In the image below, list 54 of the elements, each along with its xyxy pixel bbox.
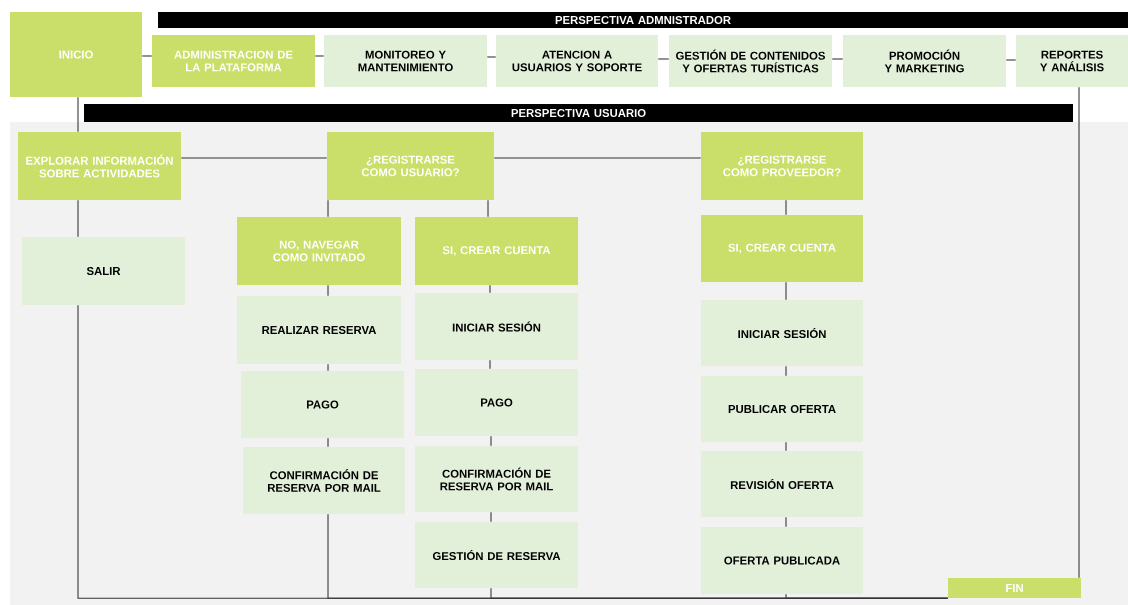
connector-line [831,58,844,60]
connector-line [327,199,329,218]
process-box: GESTIÓN DE CONTENIDOS Y OFERTAS TURÍSTICAS [669,35,832,87]
connector-line [489,359,491,370]
start-box: INICIO [10,12,142,97]
process-box: INICIAR SESIÓN [701,300,863,366]
process-box: REALIZAR RESERVA [237,296,401,364]
connector-line [327,437,329,448]
connector-line [180,157,328,159]
connector-line [1078,86,1080,579]
connector-line [785,365,787,377]
connector-line [657,58,670,60]
header-band: PERSPECTIVA USUARIO [84,104,1073,122]
end-box: FIN [948,578,1081,598]
process-box: PUBLICAR OFERTA [701,376,863,442]
connector-line [1005,59,1017,61]
connector-line [77,96,79,133]
decision-box: ¿REGISTRARSE COMO PROVEEDOR? [701,132,863,200]
connector-line [327,284,329,297]
connector-line [489,284,491,294]
process-box: EXPLORAR INFORMACIÓN SOBRE ACTIVIDADES [18,132,181,200]
process-box: PAGO [241,371,404,438]
connector-line [785,441,787,452]
connector-line [785,281,787,301]
process-box: SI, CREAR CUENTA [415,217,578,285]
process-box: GESTIÓN DE RESERVA [415,522,578,588]
connector-line [314,55,325,57]
process-box: REPORTES Y ANÁLISIS [1016,35,1128,87]
process-box: PAGO [415,369,578,436]
process-box: PROMOCIÓN Y MARKETING [843,35,1006,87]
process-box: ATENCION A USUARIOS Y SOPORTE [496,35,658,87]
header-band: PERSPECTIVA ADMNISTRADOR [158,12,1128,28]
connector-line [486,56,497,58]
connector-line [487,199,489,218]
process-box: SALIR [22,237,185,305]
connector-line [785,593,949,599]
connector-line [490,511,492,523]
process-box: NO, NAVEGAR COMO INVITADO [237,217,401,285]
connector-line [327,363,329,372]
process-box: OFERTA PUBLICADA [701,527,863,594]
process-box: SI, CREAR CUENTA [701,215,863,282]
connector-line [785,199,787,216]
decision-box: ¿REGISTRARSE COMO USUARIO? [327,132,494,200]
process-box: ADMINISTRACION DE LA PLATAFORMA [152,35,315,87]
connector-line [493,157,702,159]
connector-line [141,55,153,57]
process-box: MONITOREO Y MANTENIMIENTO [324,35,487,87]
connector-line [490,435,492,447]
process-box: CONFIRMACIÓN DE RESERVA POR MAIL [243,447,405,514]
connector-line [77,199,79,238]
process-box: INICIAR SESIÓN [415,293,578,360]
connector-line [785,516,787,528]
process-box: REVISIÓN OFERTA [701,451,863,517]
process-box: CONFIRMACIÓN DE RESERVA POR MAIL [415,446,578,512]
